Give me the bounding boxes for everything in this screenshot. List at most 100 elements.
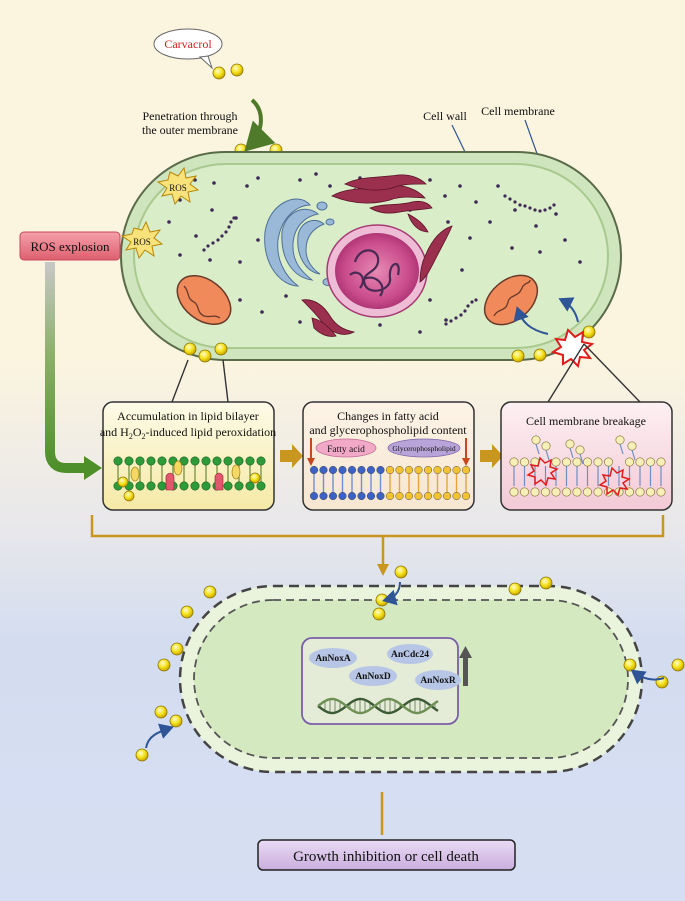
lipid-head <box>603 487 613 497</box>
blue-arrow-top-2 <box>558 297 579 323</box>
panel1-title-line2: and H2O2-induced lipid peroxidation <box>100 425 276 441</box>
lipid-head <box>582 487 592 497</box>
lipid-head <box>201 456 211 466</box>
lipid-head <box>509 487 519 497</box>
lipid-head <box>157 481 167 491</box>
lipid-head <box>519 457 529 467</box>
cell-wall-label: Cell wall <box>423 109 467 123</box>
lipid-head <box>572 487 582 497</box>
lipid-head <box>395 466 404 475</box>
panel-membrane-breakage: Cell membrane breakage <box>500 401 673 511</box>
lipid-head <box>414 466 423 475</box>
lipid-head <box>338 466 347 475</box>
lipid-head <box>656 487 666 497</box>
lipid-bilayer-mixed <box>310 466 471 501</box>
decrease-arrow-left <box>307 438 315 466</box>
detached-lipid-tail <box>619 443 624 455</box>
lipid-head <box>443 492 452 501</box>
embedded-molecule <box>231 464 241 480</box>
lipid-head <box>113 456 123 466</box>
lipid-head <box>348 466 357 475</box>
lipid-head <box>443 466 452 475</box>
panel-lipid-peroxidation: Accumulation in lipid bilayer and H2O2-i… <box>100 401 276 511</box>
panel-connectors <box>171 343 641 403</box>
panel2-title-line1: Changes in fatty acid <box>337 409 439 423</box>
detached-lipid-tail <box>569 447 574 459</box>
lipid-head <box>310 492 319 501</box>
lipid-head <box>146 456 156 466</box>
carvacrol-molecule <box>249 472 261 484</box>
lipid-head <box>310 466 319 475</box>
membrane-protein <box>214 472 224 491</box>
lipid-head <box>462 466 471 475</box>
lipid-head <box>234 456 244 466</box>
lipid-head <box>386 492 395 501</box>
lipid-head <box>433 466 442 475</box>
decrease-arrow-right <box>462 438 470 466</box>
detached-lipid-tail <box>545 449 550 461</box>
lipid-head <box>245 481 255 491</box>
ros-label-2: ROS <box>133 237 151 247</box>
mitochondrion-left <box>176 274 232 326</box>
endoplasmic-reticulum-top <box>331 174 433 214</box>
lipid-head <box>376 466 385 475</box>
panel-arrow-1 <box>280 444 303 468</box>
lipid-head <box>540 487 550 497</box>
lipid-head <box>245 456 255 466</box>
ribosome-dots <box>167 172 582 334</box>
gene-ellipse-annoxr <box>415 670 461 690</box>
ros-label-1: ROS <box>169 183 187 193</box>
lipid-head <box>190 481 200 491</box>
lipid-head <box>223 481 233 491</box>
rupture-burst-panel-1 <box>526 456 559 487</box>
lipid-head <box>433 492 442 501</box>
carvacrol-molecule <box>123 490 135 502</box>
lipid-head <box>135 481 145 491</box>
lipid-head <box>357 466 366 475</box>
dna-strand <box>317 697 439 715</box>
lipid-head <box>135 456 145 466</box>
ros-burst-2: ROS <box>120 220 164 260</box>
panel-fatty-acid-change: Changes in fatty acid and glycerophospho… <box>302 401 475 511</box>
lipid-head <box>551 487 561 497</box>
lipid-head <box>329 492 338 501</box>
detached-lipid-tail <box>579 453 584 465</box>
lipid-head <box>405 492 414 501</box>
detached-lipid-head <box>541 441 551 451</box>
detached-lipid-head <box>615 435 625 445</box>
lipid-head <box>414 492 423 501</box>
carvacrol-molecule <box>117 476 129 488</box>
lipid-head <box>329 466 338 475</box>
detached-lipid-head <box>575 445 585 455</box>
panel1-title-line1: Accumulation in lipid bilayer <box>117 409 259 423</box>
lipid-head <box>386 466 395 475</box>
lipid-head <box>645 487 655 497</box>
upregulation-arrow <box>459 646 472 686</box>
embedded-molecule <box>173 460 183 476</box>
dna-strand <box>317 697 439 715</box>
lipid-head <box>624 487 634 497</box>
blue-arrow-bottom-right <box>630 669 665 685</box>
lipid-head <box>424 492 433 501</box>
lipid-head <box>452 466 461 475</box>
lipid-head <box>624 457 634 467</box>
rupture-burst-panel-2 <box>598 466 631 497</box>
gene-ellipse-annoxa <box>309 648 357 668</box>
outcome-label: Growth inhibition or cell death <box>293 849 479 865</box>
panel3-title: Cell membrane breakage <box>526 414 646 428</box>
lipid-head <box>405 466 414 475</box>
golgi-apparatus <box>264 198 335 287</box>
lipid-head <box>157 456 167 466</box>
outcome-box: Growth inhibition or cell death <box>257 839 516 871</box>
lipid-head <box>338 492 347 501</box>
glycerophospholipid-label: Glycerophospholipid <box>392 444 456 453</box>
endoplasmic-reticulum-bottom <box>301 213 453 337</box>
lipid-head <box>256 456 266 466</box>
blue-arrow-bottom-top <box>382 581 401 606</box>
lipid-head <box>635 457 645 467</box>
lipid-head <box>319 492 328 501</box>
detached-lipid-tail <box>631 449 636 461</box>
gene-annoxr: AnNoxR <box>420 676 456 686</box>
gene-ellipse-ancdc24 <box>387 644 433 664</box>
